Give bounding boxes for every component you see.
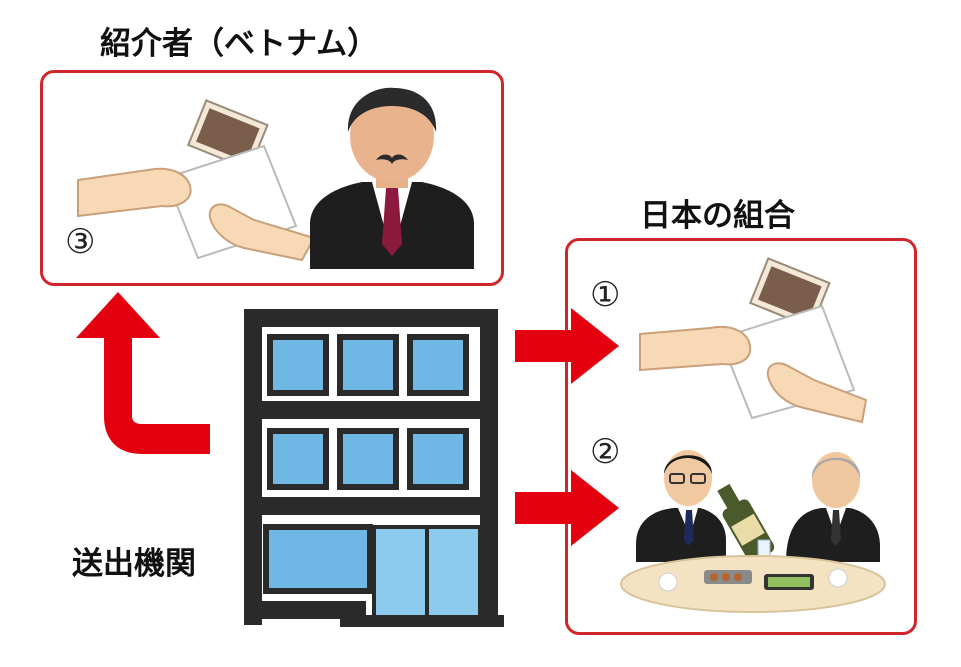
step-2-marker: ②: [590, 432, 621, 472]
introducer-man-icon: [310, 87, 474, 269]
step-1-marker: ①: [590, 275, 621, 315]
arrow-to-step-1: [515, 308, 619, 384]
sending-org-building-icon: [244, 309, 504, 627]
envelope-handoff-illustration: [77, 99, 316, 262]
step-3-marker: ③: [65, 222, 96, 262]
arrow-to-introducer: [76, 292, 210, 454]
japan-union-label: 日本の組合: [640, 198, 795, 234]
introducer-label: 紹介者（ベトナム）: [100, 26, 379, 62]
envelope-handoff-illustration-2: [639, 257, 868, 424]
dinner-meeting-illustration: [620, 450, 886, 613]
sending-org-label: 送出機関: [72, 546, 196, 582]
arrow-to-step-2: [515, 470, 619, 546]
